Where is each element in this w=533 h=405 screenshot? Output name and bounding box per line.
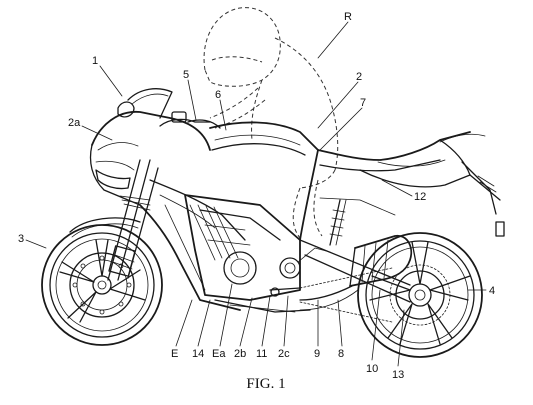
frame-and-swingarm xyxy=(299,149,411,303)
label-1: 1 xyxy=(92,55,98,67)
label-2b: 2b xyxy=(234,348,246,360)
label-3: 3 xyxy=(18,233,24,245)
label-2: 2 xyxy=(356,71,362,83)
leader-lines xyxy=(25,21,487,367)
label-12: 12 xyxy=(414,191,426,203)
label-9: 9 xyxy=(314,348,320,360)
label-13: 13 xyxy=(392,369,404,381)
front-fork xyxy=(69,159,159,281)
rider-phantom-outline xyxy=(203,7,339,239)
label-14: 14 xyxy=(192,348,204,360)
label-4: 4 xyxy=(489,285,495,297)
label-2c: 2c xyxy=(278,348,290,360)
engine xyxy=(184,194,311,313)
label-Ea: Ea xyxy=(212,348,226,360)
front-wheel xyxy=(41,224,163,346)
label-2a: 2a xyxy=(68,117,81,129)
label-5: 5 xyxy=(183,69,189,81)
label-8: 8 xyxy=(338,348,344,360)
exhaust-muffler xyxy=(299,235,413,311)
rear-wheel xyxy=(299,232,483,358)
label-E: E xyxy=(171,348,178,360)
label-11: 11 xyxy=(256,348,267,360)
reference-labels: 1 R 2 2a 5 6 7 12 3 4 E 14 Ea 2b 11 2c 9… xyxy=(18,11,495,381)
foot-peg xyxy=(269,247,331,297)
seat-and-tail xyxy=(317,131,505,237)
label-R: R xyxy=(344,11,352,23)
fuel-tank xyxy=(159,111,319,156)
label-10: 10 xyxy=(366,363,378,375)
figure-caption: FIG. 1 xyxy=(246,376,285,392)
front-fairing xyxy=(89,88,246,311)
label-7: 7 xyxy=(360,97,366,109)
label-6: 6 xyxy=(215,89,221,101)
